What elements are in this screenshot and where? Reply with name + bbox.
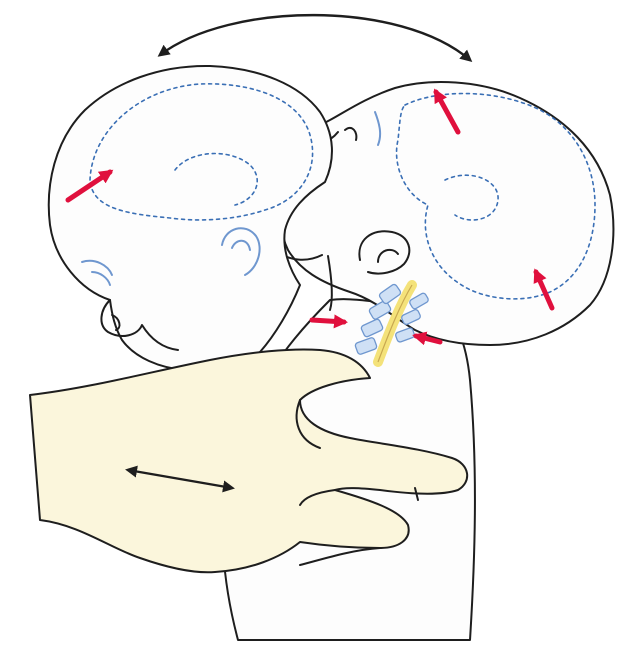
force-arrow-neck-front xyxy=(312,320,344,322)
double-arrow-head-swing xyxy=(160,15,470,60)
head-flexed xyxy=(49,66,332,370)
